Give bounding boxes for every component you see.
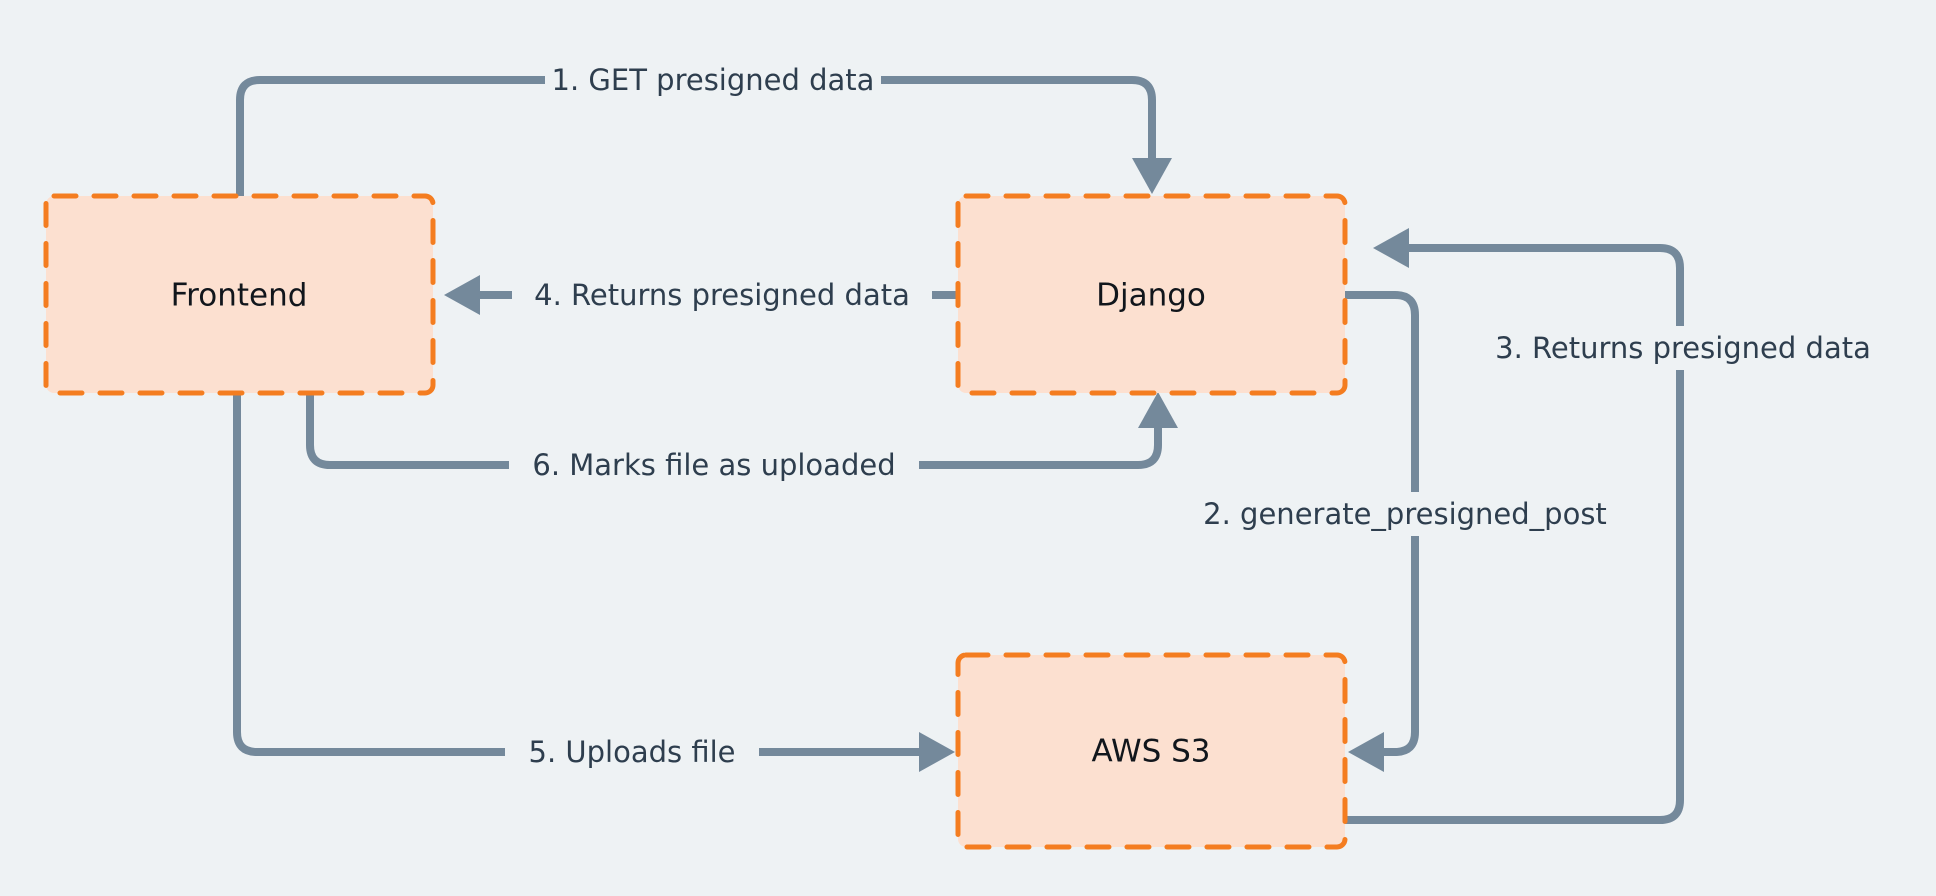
node-aws-s3-label: AWS S3 xyxy=(1091,734,1210,770)
edge-2-arrowhead xyxy=(1348,732,1384,772)
edge-4-label: 4. Returns presigned data xyxy=(534,278,910,312)
node-aws-s3-box[interactable] xyxy=(955,652,1348,850)
node-frontend[interactable]: Frontend xyxy=(43,193,436,396)
edge-2-label: 2. generate_presigned_post xyxy=(1203,497,1607,531)
edge-6-marks-file-as-uploaded: 6. Marks file as uploaded xyxy=(306,389,1178,487)
node-aws-s3[interactable]: AWS S3 xyxy=(955,652,1348,850)
edge-1-label: 1. GET presigned data xyxy=(552,63,875,97)
edge-5-label-plate xyxy=(505,730,759,774)
edge-5-uploads-file: 5. Uploads file xyxy=(233,389,955,774)
edge-3-path xyxy=(1341,244,1684,824)
node-django-box[interactable] xyxy=(955,193,1348,396)
edge-1-arrowhead xyxy=(1132,158,1172,194)
edge-1-label-plate xyxy=(545,58,881,102)
edge-6-label-plate xyxy=(509,443,919,487)
edge-1-get-presigned-data: 1. GET presigned data xyxy=(236,58,1172,200)
edge-3-label-plate xyxy=(1468,326,1898,370)
edge-5-arrowhead xyxy=(919,732,955,772)
edge-6-arrowhead xyxy=(1138,392,1178,428)
edge-4-arrowhead xyxy=(444,275,480,315)
edge-3-returns-presigned-data: 3. Returns presigned data xyxy=(1341,228,1898,824)
edge-4-label-plate xyxy=(512,273,932,317)
edge-5-label: 5. Uploads file xyxy=(529,735,736,769)
edge-2-generate-presigned-post: 2. generate_presigned_post xyxy=(1185,291,1625,772)
edge-3-label: 3. Returns presigned data xyxy=(1495,331,1871,365)
edge-4-returns-presigned-data: 4. Returns presigned data xyxy=(444,273,962,317)
edge-3-arrowhead xyxy=(1373,228,1409,268)
node-frontend-box[interactable] xyxy=(43,193,436,396)
node-frontend-label: Frontend xyxy=(171,278,308,314)
edge-5-path xyxy=(233,389,932,756)
edge-6-label: 6. Marks file as uploaded xyxy=(532,448,895,482)
node-django-label: Django xyxy=(1096,278,1206,314)
node-django[interactable]: Django xyxy=(955,193,1348,396)
edge-2-label-plate xyxy=(1185,492,1625,536)
